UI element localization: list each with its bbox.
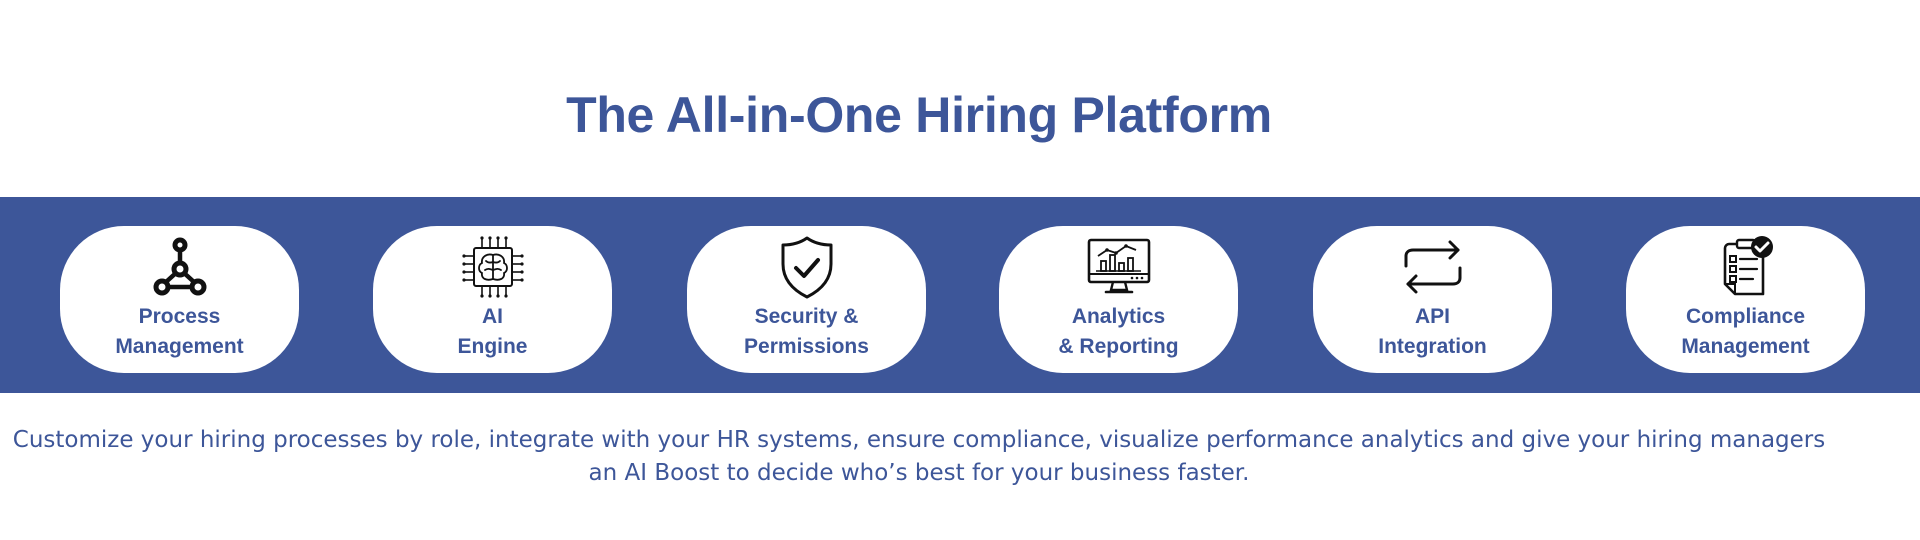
feature-card-analytics-reporting[interactable]: Analytics & Reporting <box>999 226 1238 373</box>
feature-label: AI Engine <box>457 305 528 358</box>
description-line: Customize your hiring processes by role,… <box>12 427 1826 453</box>
feature-label: Analytics & Reporting <box>1058 305 1179 358</box>
feature-card-process-management[interactable]: Process Management <box>60 226 299 373</box>
feature-card-security-permissions[interactable]: Security & Permissions <box>687 226 926 373</box>
feature-card-compliance-management[interactable]: Compliance Management <box>1626 226 1865 373</box>
feature-label: API Integration <box>1378 305 1487 358</box>
description-line: an AI Boost to decide who’s best for you… <box>588 460 1250 486</box>
feature-card-ai-engine[interactable]: AI Engine <box>373 226 612 373</box>
ai-brain-chip-icon <box>460 234 526 300</box>
feature-label: Security & Permissions <box>744 305 869 358</box>
sync-arrows-icon <box>1400 234 1466 300</box>
monitor-chart-icon <box>1086 234 1152 300</box>
feature-card-api-integration[interactable]: API Integration <box>1313 226 1552 373</box>
platform-description: Customize your hiring processes by role,… <box>0 424 1838 490</box>
shield-check-icon <box>774 234 840 300</box>
checklist-clipboard-icon <box>1713 234 1779 300</box>
features-band: Process Management <box>0 197 1920 393</box>
network-nodes-icon <box>147 234 213 300</box>
page-title: The All-in-One Hiring Platform <box>566 87 1272 143</box>
feature-label: Compliance Management <box>1681 305 1810 358</box>
feature-label: Process Management <box>115 305 244 358</box>
